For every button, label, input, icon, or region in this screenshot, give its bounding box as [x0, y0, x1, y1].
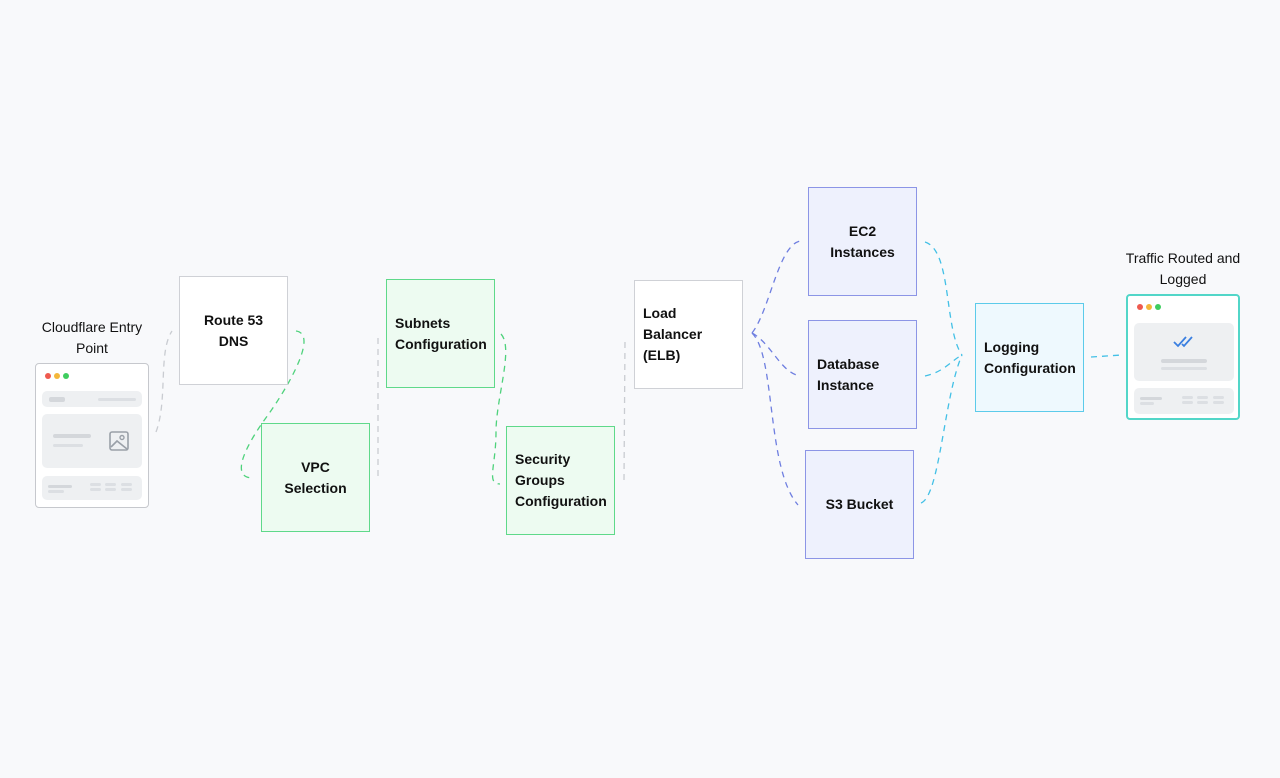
node-ec2-instances[interactable]: EC2 Instances — [808, 187, 917, 296]
node-label: Logging Configuration — [984, 338, 1076, 376]
node-logging-configuration[interactable]: Logging Configuration — [975, 303, 1084, 412]
window-controls — [45, 373, 69, 379]
entry-footer-block — [42, 476, 142, 500]
maximize-dot-icon — [63, 373, 69, 379]
entry-caption: Cloudflare Entry Point — [30, 317, 154, 359]
close-dot-icon — [45, 373, 51, 379]
maximize-dot-icon — [1155, 304, 1161, 310]
node-label: VPC Selection — [284, 458, 347, 496]
connector-secgroups-elb — [623, 340, 626, 481]
entry-nav-bar — [42, 391, 142, 407]
connector-database-logging — [924, 354, 963, 377]
window-controls — [1137, 304, 1161, 310]
node-label: Load Balancer (ELB) — [643, 305, 703, 363]
entry-window[interactable] — [35, 363, 149, 508]
node-label: Security Groups Configuration — [515, 451, 607, 509]
connector-elb-database — [751, 332, 801, 377]
result-content-card — [1134, 323, 1234, 381]
node-label: Subnets Configuration — [395, 314, 487, 352]
connector-entry-route53 — [155, 330, 173, 433]
connector-s3-logging — [920, 354, 963, 504]
node-route-53-dns[interactable]: Route 53 DNS — [179, 276, 288, 385]
node-label: S3 Bucket — [825, 496, 894, 512]
node-database-instance[interactable]: Database Instance — [808, 320, 917, 429]
double-check-icon — [1173, 336, 1193, 348]
connector-logging-result — [1090, 354, 1123, 358]
result-caption-text: Traffic Routed and Logged — [1125, 250, 1241, 287]
image-icon — [109, 431, 129, 451]
minimize-dot-icon — [1146, 304, 1152, 310]
node-label: EC2 Instances — [830, 222, 895, 260]
connector-elb-ec2 — [751, 240, 801, 334]
node-load-balancer-elb[interactable]: Load Balancer (ELB) — [634, 280, 743, 389]
node-label: Route 53 DNS — [203, 311, 264, 349]
node-s3-bucket[interactable]: S3 Bucket — [805, 450, 914, 559]
node-subnets-configuration[interactable]: Subnets Configuration — [386, 279, 495, 388]
result-footer-block — [1134, 388, 1234, 414]
close-dot-icon — [1137, 304, 1143, 310]
entry-caption-text: Cloudflare Entry Point — [41, 319, 143, 356]
result-window[interactable] — [1126, 294, 1240, 420]
connector-elb-s3 — [751, 332, 799, 506]
result-caption: Traffic Routed and Logged — [1118, 248, 1248, 290]
minimize-dot-icon — [54, 373, 60, 379]
node-label: Database Instance — [817, 355, 880, 393]
connector-ec2-logging — [924, 241, 963, 356]
entry-content-card — [42, 414, 142, 468]
node-vpc-selection[interactable]: VPC Selection — [261, 423, 370, 532]
node-security-groups-configuration[interactable]: Security Groups Configuration — [506, 426, 615, 535]
